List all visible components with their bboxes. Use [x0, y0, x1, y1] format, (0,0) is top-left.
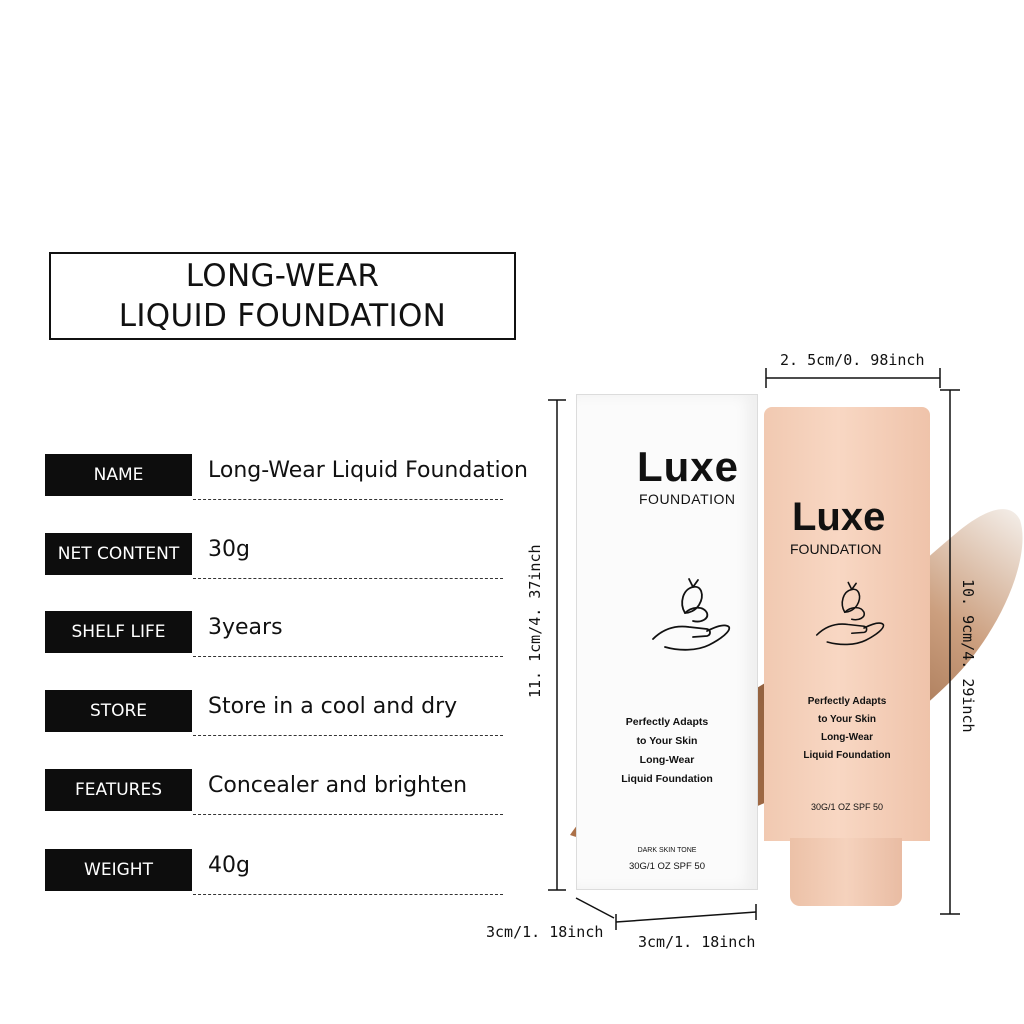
box-dimension-lines: [548, 399, 757, 930]
title-line-2: LIQUID FOUNDATION: [118, 298, 447, 334]
dashed-divider: [193, 656, 503, 657]
spec-value: Long-Wear Liquid Foundation: [208, 458, 528, 483]
spec-value: Concealer and brighten: [208, 773, 468, 798]
spec-label: NAME: [45, 454, 192, 496]
dashed-divider: [193, 499, 503, 500]
tube-tagline-2: to Your Skin: [818, 714, 876, 725]
spec-row-name: NAME Long-Wear Liquid Foundation: [45, 454, 528, 500]
dashed-divider: [193, 735, 503, 736]
tube-cap: [790, 838, 902, 906]
dashed-divider: [193, 894, 503, 895]
spec-label: STORE: [45, 690, 192, 732]
spec-value: 30g: [208, 537, 250, 562]
spec-row-store: STORE Store in a cool and dry: [45, 690, 503, 736]
product-title: LONG-WEAR LIQUID FOUNDATION: [49, 252, 516, 340]
dashed-divider: [193, 578, 503, 579]
tube-tagline-1: Perfectly Adapts: [807, 696, 887, 707]
box-spec: 30G/1 OZ SPF 50: [628, 861, 706, 872]
tube-tagline-3: Long-Wear: [820, 732, 874, 743]
box-tagline-2: to Your Skin: [636, 735, 698, 747]
box-brand: Luxe: [637, 443, 740, 490]
spec-label: WEIGHT: [45, 849, 192, 891]
spec-label: NET CONTENT: [45, 533, 192, 575]
product-box: Luxe FOUNDATION Perfectly Adapts to Your…: [576, 394, 758, 890]
spec-value: 40g: [208, 853, 250, 878]
box-subtitle: FOUNDATION: [639, 491, 736, 507]
spec-label: SHELF LIFE: [45, 611, 192, 653]
box-skin-tone: DARK SKIN TONE: [637, 847, 697, 854]
tube-height-label: 10. 9cm/4. 29inch: [959, 579, 977, 733]
tube-tagline-4: Liquid Foundation: [803, 750, 891, 761]
box-width-label: 3cm/1. 18inch: [638, 933, 756, 951]
box-tagline-3: Long-Wear: [639, 754, 695, 766]
tube-width-label: 2. 5cm/0. 98inch: [780, 351, 925, 369]
tube-subtitle: FOUNDATION: [790, 541, 882, 557]
box-tagline: Perfectly Adapts to Your Skin Long-Wear …: [577, 713, 757, 789]
tube-tagline: Perfectly Adapts to Your Skin Long-Wear …: [764, 693, 930, 765]
box-height-label: 11. 1cm/4. 37inch: [526, 544, 544, 698]
spec-value: Store in a cool and dry: [208, 694, 458, 719]
spec-row-weight: WEIGHT 40g: [45, 849, 503, 895]
spec-row-net-content: NET CONTENT 30g: [45, 533, 503, 579]
tube-dimension-lines: [765, 368, 960, 915]
box-depth-label: 3cm/1. 18inch: [486, 923, 604, 941]
spec-value: 3years: [208, 615, 283, 640]
title-line-1: LONG-WEAR: [185, 258, 380, 294]
box-tagline-4: Liquid Foundation: [621, 773, 713, 785]
spec-label: FEATURES: [45, 769, 192, 811]
hand-butterfly-icon: [815, 581, 885, 646]
hand-butterfly-icon: [652, 578, 731, 651]
tube-brand: Luxe: [792, 495, 886, 539]
spec-row-features: FEATURES Concealer and brighten: [45, 769, 503, 815]
tube-spec: 30G/1 OZ SPF 50: [810, 802, 884, 812]
dashed-divider: [193, 814, 503, 815]
spec-row-shelf-life: SHELF LIFE 3years: [45, 611, 503, 657]
box-tagline-1: Perfectly Adapts: [625, 716, 709, 728]
product-tube: Luxe FOUNDATION Perfectly Adapts to Your…: [764, 407, 930, 841]
